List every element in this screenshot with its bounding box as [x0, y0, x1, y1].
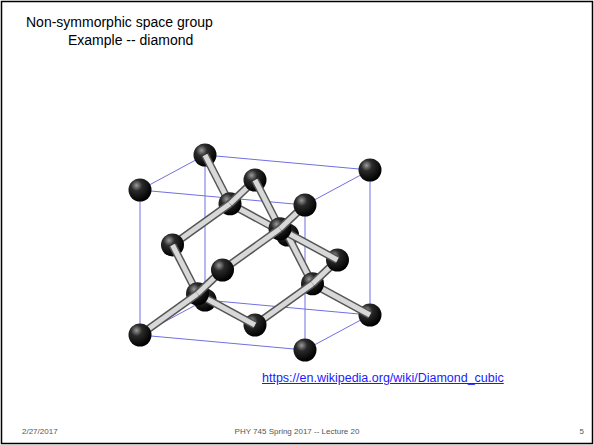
- footer-date: 2/27/2017: [22, 427, 58, 436]
- atoms: [129, 144, 382, 362]
- cell-edge: [370, 170, 371, 315]
- slide-subtitle: Example -- diamond: [68, 32, 193, 48]
- cell-edge: [140, 335, 305, 350]
- carbon-atom: [129, 324, 152, 347]
- cell-edge: [205, 155, 206, 300]
- unit-cell-frame: [140, 155, 370, 350]
- carbon-atom: [294, 194, 317, 217]
- source-link: https://en.wikipedia.org/wiki/Diamond_cu…: [262, 371, 504, 385]
- carbon-atom: [359, 159, 382, 182]
- cell-edge: [205, 155, 370, 170]
- carbon-atom: [129, 179, 152, 202]
- carbon-atom: [211, 259, 234, 282]
- carbon-atom: [294, 339, 317, 362]
- slide-title: Non-symmorphic space group: [26, 14, 213, 30]
- cell-edge: [140, 190, 141, 335]
- page-number: 5: [580, 427, 584, 436]
- footer-course: PHY 745 Spring 2017 -- Lecture 20: [235, 427, 360, 436]
